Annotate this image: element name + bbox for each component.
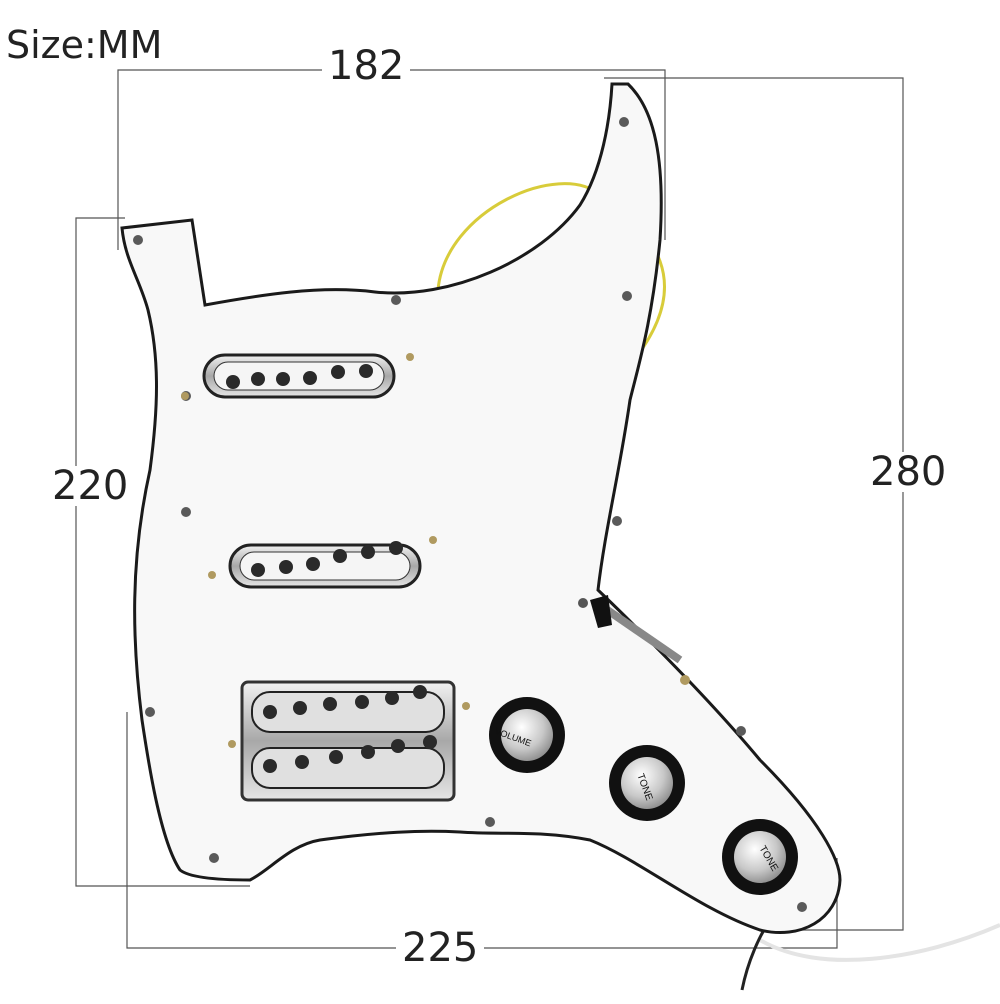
dimension-line-left (75, 217, 250, 887)
dimension-line-right (604, 77, 904, 931)
bridge-humbucker (240, 680, 456, 802)
unit-label: Size:MM (6, 23, 163, 67)
tone-knob-1 (609, 745, 685, 821)
selector-switch (578, 595, 690, 685)
dimension-left: 220 (46, 466, 135, 506)
neck-pickup (202, 353, 396, 399)
dimension-right: 280 (864, 452, 953, 492)
tone-knob-2 (722, 819, 798, 895)
middle-pickup (228, 541, 422, 589)
white-wire (758, 923, 1000, 962)
pickguard (120, 82, 842, 935)
dimension-top: 182 (322, 46, 411, 86)
pickup-screws (181, 353, 470, 748)
volume-knob (489, 697, 565, 773)
dimension-bottom: 225 (396, 928, 485, 968)
